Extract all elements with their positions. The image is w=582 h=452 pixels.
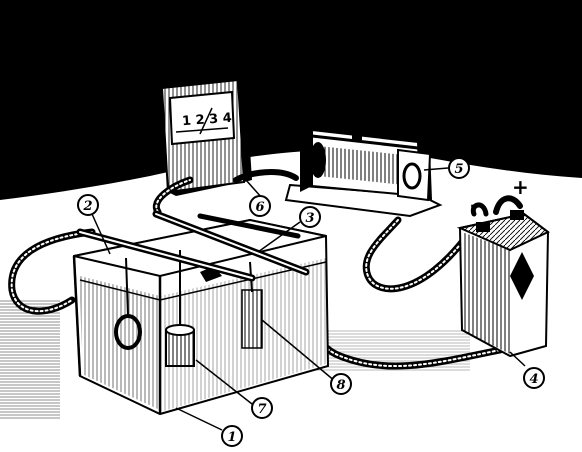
callout-5: 5 xyxy=(448,157,470,179)
svg-text:6: 6 xyxy=(255,200,264,215)
electrolysis-tank xyxy=(72,218,330,416)
svg-text:4: 4 xyxy=(529,372,538,387)
electrode-rods xyxy=(76,210,310,282)
callout-7: 7 xyxy=(251,397,273,419)
callout-2: 2 xyxy=(77,194,99,216)
galvanometer: 1 2 3 4 xyxy=(160,78,252,196)
callout-3: 3 xyxy=(299,206,321,228)
dark-background-wall xyxy=(0,0,582,200)
callout-1: 1 xyxy=(221,425,243,447)
callout-6: 6 xyxy=(249,195,271,217)
battery-minus-sign: – xyxy=(470,193,481,218)
svg-text:2: 2 xyxy=(82,199,92,214)
svg-text:3: 3 xyxy=(305,211,314,226)
svg-text:7: 7 xyxy=(257,402,266,417)
callout-leader-lines xyxy=(91,167,526,431)
rheostat xyxy=(284,112,443,218)
svg-text:8: 8 xyxy=(336,378,345,393)
table-shadow-hatch xyxy=(0,300,60,420)
svg-text:1: 1 xyxy=(227,430,236,445)
callout-4: 4 xyxy=(523,367,545,389)
svg-text:5: 5 xyxy=(454,162,463,177)
battery xyxy=(456,210,550,358)
callout-8: 8 xyxy=(330,373,352,395)
battery-plus-sign: + xyxy=(512,175,529,199)
